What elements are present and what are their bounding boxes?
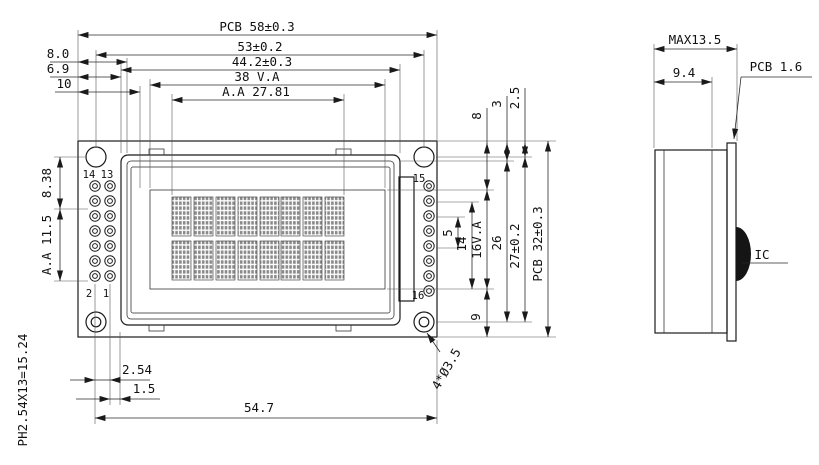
side-pcb <box>726 142 737 342</box>
pin-number-labels: 14 13 2 1 15 16 <box>83 169 426 302</box>
pin-label-14: 14 <box>83 169 96 181</box>
pin-label-1: 1 <box>103 288 109 300</box>
dim-8-0: 8.0 <box>47 46 70 61</box>
dim-va-width: 38 V.A <box>234 69 280 84</box>
dim-14: 14 <box>454 236 469 251</box>
dim-54-7: 54.7 <box>244 400 274 415</box>
dim-pcb-thickness: PCB 1.6 <box>750 59 803 74</box>
dimension-lines <box>50 31 812 422</box>
dim-bezel-width: 44.2±0.3 <box>232 54 292 69</box>
dim-5: 5 <box>440 229 455 237</box>
extension-lines <box>54 30 738 424</box>
dim-hole-span: 53±0.2 <box>237 39 282 54</box>
dim-2-5: 2.5 <box>507 87 522 110</box>
dim-9-4: 9.4 <box>673 65 696 80</box>
dimension-labels: PCB 58±0.3 53±0.2 44.2±0.3 38 V.A A.A 27… <box>15 19 802 446</box>
dim-8-38: 8.38 <box>39 168 54 198</box>
dim-max-thickness: MAX13.5 <box>669 32 722 47</box>
dim-26: 26 <box>489 235 504 250</box>
ic-blob <box>736 227 751 281</box>
dim-aa-width: A.A 27.81 <box>222 84 290 99</box>
pin-label-15: 15 <box>413 173 426 185</box>
viewing-area <box>149 189 386 290</box>
pin-label-2: 2 <box>86 288 92 300</box>
bezel <box>120 148 401 332</box>
dim-pcb-width: PCB 58±0.3 <box>219 19 294 34</box>
dim-6-9: 6.9 <box>47 61 70 76</box>
pin-label-16: 16 <box>412 290 425 302</box>
dim-10: 10 <box>56 76 71 91</box>
ic-label: IC <box>754 247 769 262</box>
dim-2-54: 2.54 <box>122 362 152 377</box>
side-frame <box>654 149 728 334</box>
dim-9: 9 <box>468 313 483 321</box>
dim-mounting-holes: 4*Ø3.5 <box>428 345 464 392</box>
dim-hole-vspan: 27±0.2 <box>507 223 522 268</box>
dim-3: 3 <box>489 100 504 108</box>
front-view: 14 13 2 1 15 16 <box>77 140 438 338</box>
side-view: IC <box>654 142 788 342</box>
dim-8-right: 8 <box>469 112 484 120</box>
dim-aa-height: A.A 11.5 <box>39 215 54 275</box>
right-pin-holes <box>423 180 435 297</box>
pin-label-13: 13 <box>101 169 114 181</box>
dim-1-5: 1.5 <box>133 381 156 396</box>
pcb-outline <box>77 140 438 338</box>
mounting-holes <box>85 146 435 333</box>
left-pin-holes <box>89 180 116 282</box>
dim-va-height: 16V.A <box>469 221 484 259</box>
dim-pcb-height: PCB 32±0.3 <box>530 206 545 281</box>
dim-pin-pitch-note: PH2.54X13=15.24 <box>15 334 30 447</box>
character-matrix <box>171 196 345 281</box>
zebra-connector <box>398 176 415 302</box>
